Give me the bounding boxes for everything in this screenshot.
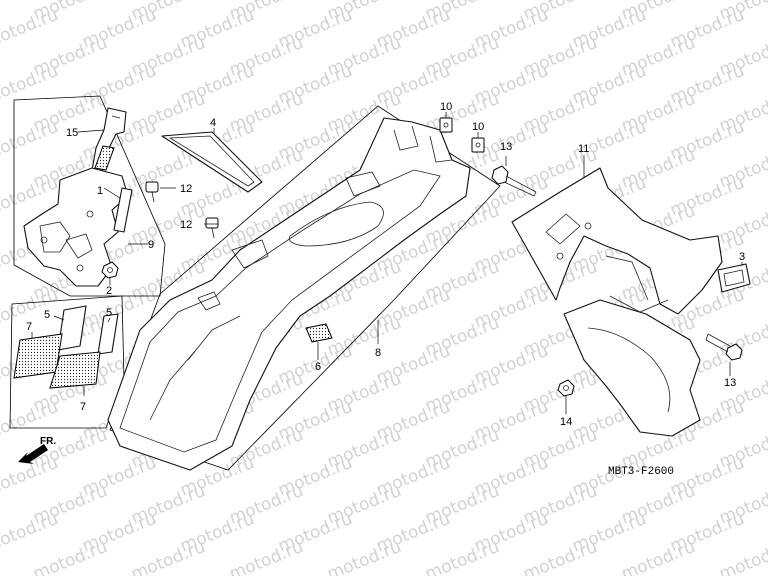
part-13-bolt-upper xyxy=(491,165,537,197)
part-3-reflector xyxy=(717,263,751,293)
callout-11: 11 xyxy=(578,143,589,155)
watermark-text: motod.ru xyxy=(520,537,600,576)
part-10-plate-upper xyxy=(439,117,453,133)
part-10-plate-lower xyxy=(471,137,485,153)
callout-7-lower: 7 xyxy=(80,401,86,413)
watermark-text: motod.ru xyxy=(422,537,502,576)
pads-group xyxy=(9,295,125,429)
callout-7-upper: 7 xyxy=(26,321,32,333)
part-11-splash-guard xyxy=(511,167,723,437)
bracket-group-outline xyxy=(13,95,166,297)
watermark-text: motod.ru xyxy=(0,509,61,557)
part-15-strap-texture xyxy=(94,145,115,171)
part-12-bolt-lower xyxy=(205,217,219,239)
callout-4: 4 xyxy=(210,117,216,129)
callout-9: 9 xyxy=(148,239,154,251)
part-6-pad xyxy=(305,323,333,343)
callout-12-upper: 12 xyxy=(180,183,192,195)
callout-5-left: 5 xyxy=(44,309,50,321)
part-14-nut xyxy=(557,379,575,397)
part-4-rubber-band xyxy=(161,131,263,193)
callout-2: 2 xyxy=(106,285,112,297)
watermark-text: motod.ru xyxy=(0,5,61,53)
callout-3: 3 xyxy=(739,251,745,263)
watermark-text: motod.ru xyxy=(0,117,61,165)
part-7-pad-lower xyxy=(49,351,101,389)
front-arrow-icon xyxy=(18,444,48,464)
callout-15: 15 xyxy=(66,127,78,139)
diagram-code: MBT3-F2600 xyxy=(608,466,674,478)
watermark-text: motod.ru xyxy=(324,537,404,576)
callout-10-lower: 10 xyxy=(472,121,484,133)
front-label: FR. xyxy=(40,436,56,447)
part-12-bolt-upper xyxy=(145,181,159,203)
callout-labels: 15 1 2 9 4 12 12 10 10 13 11 3 13 14 6 8… xyxy=(26,101,745,428)
watermark-text: motod.ru xyxy=(30,537,110,576)
front-direction-indicator: FR. xyxy=(18,436,56,464)
part-5-pad-left xyxy=(57,305,87,351)
callout-1: 1 xyxy=(97,185,103,197)
watermark-text: motod.ru xyxy=(128,537,208,576)
part-13-bolt-lower xyxy=(705,333,743,361)
watermark-text: motod.ru xyxy=(0,61,61,109)
callout-14: 14 xyxy=(560,416,572,428)
leader-lines xyxy=(31,112,743,414)
callout-13-upper: 13 xyxy=(500,141,512,153)
callout-5-right: 5 xyxy=(106,307,112,319)
watermark-text: motod.ru xyxy=(618,537,698,576)
callout-6: 6 xyxy=(315,361,321,373)
callout-13-lower: 13 xyxy=(724,377,736,389)
fender-center-recess xyxy=(288,201,384,247)
callout-10-upper: 10 xyxy=(440,101,452,113)
fender-body xyxy=(107,117,471,471)
callout-8: 8 xyxy=(375,347,381,359)
fender-inner-rim xyxy=(119,169,441,453)
splash-guard-flap xyxy=(563,299,701,437)
watermark-text: motod.ru xyxy=(716,537,768,576)
watermark-text: motod.ru xyxy=(226,537,306,576)
callout-12-lower: 12 xyxy=(180,219,192,231)
part-2-nut xyxy=(101,261,119,279)
part-5-pad-right xyxy=(97,313,119,355)
part-8-rear-fender xyxy=(107,105,501,471)
fender-group-outline xyxy=(109,105,501,471)
part-1-bracket-bar xyxy=(113,187,133,233)
bracket-assembly-group xyxy=(13,95,166,297)
